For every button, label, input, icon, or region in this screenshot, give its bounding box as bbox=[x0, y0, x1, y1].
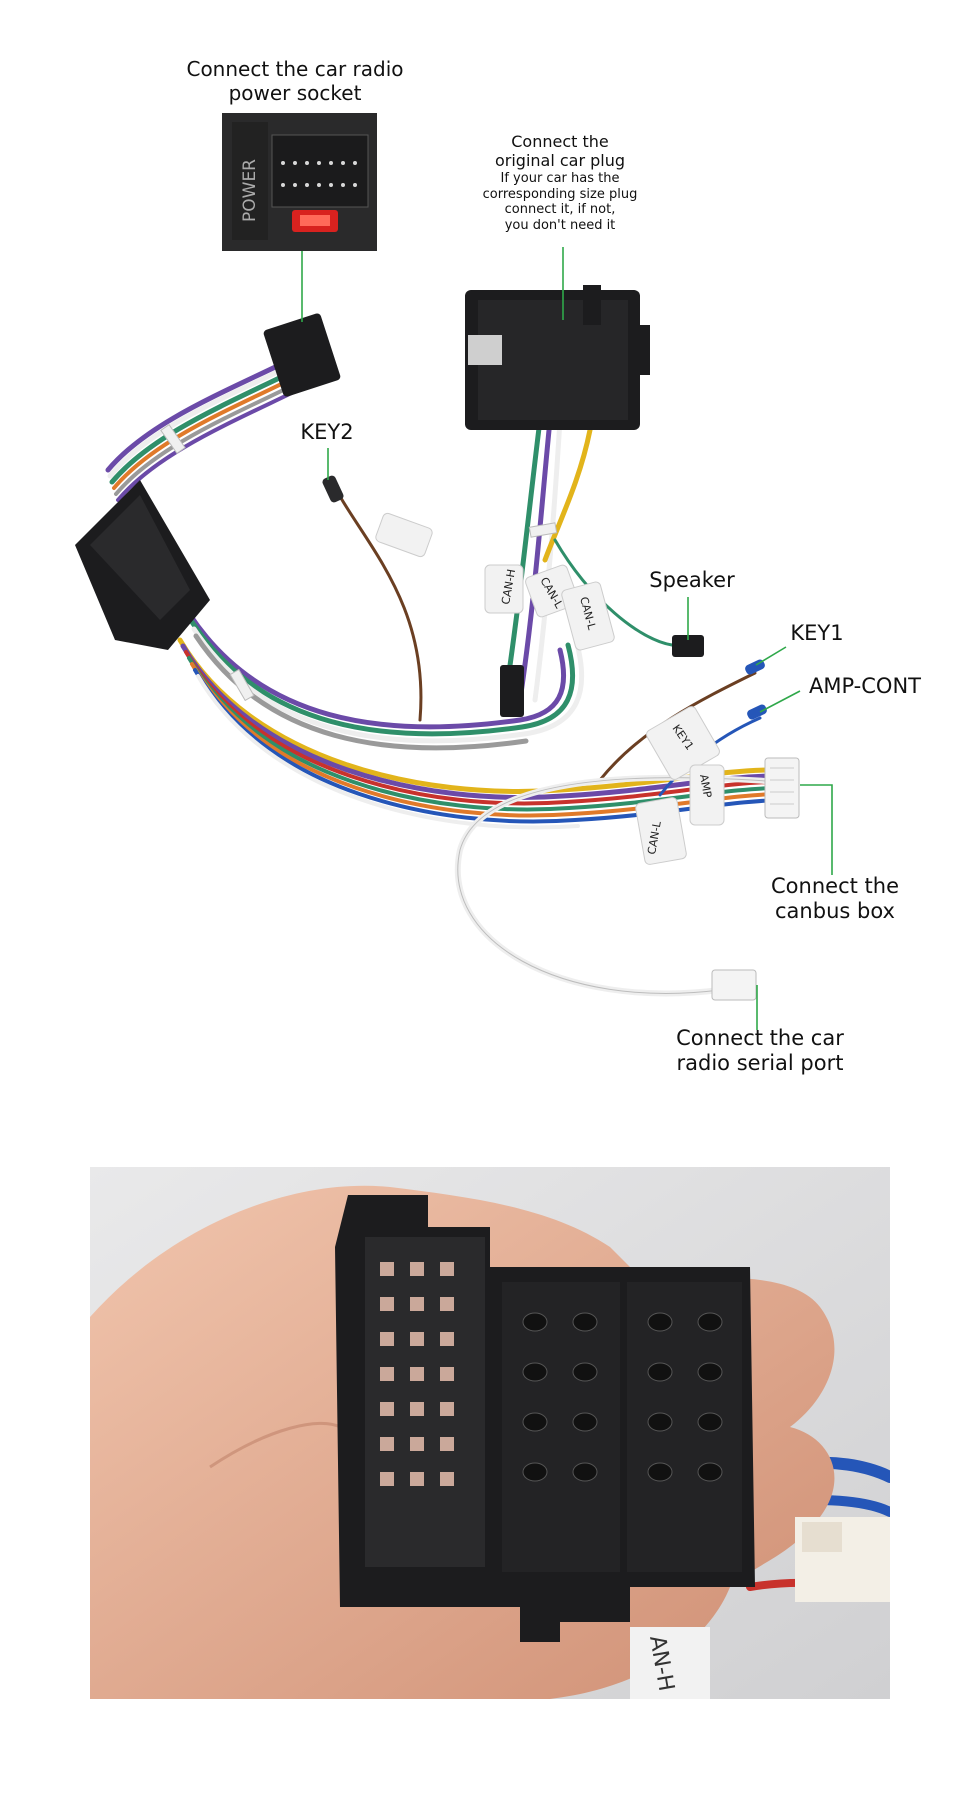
cable-ties bbox=[160, 423, 558, 702]
connector-photo: AN-H bbox=[90, 1167, 890, 1699]
wiring-harness-diagram: POWER bbox=[75, 113, 833, 1030]
black-connector bbox=[335, 1195, 755, 1642]
wire-bundle-main bbox=[105, 352, 787, 997]
tag-can-h: CAN-H bbox=[484, 564, 524, 614]
tag-amp-text: AMP bbox=[697, 773, 714, 799]
label-amp-cont: AMP-CONT bbox=[809, 674, 921, 698]
label-key2: KEY2 bbox=[300, 420, 354, 444]
canbus-white-connector bbox=[764, 757, 800, 819]
amp-cont-wire-tip bbox=[747, 704, 767, 720]
tag-key2-blank bbox=[375, 512, 433, 558]
white-connector-photo bbox=[795, 1517, 890, 1602]
power-plug-connector bbox=[263, 313, 341, 397]
tag-key1: KEY1 bbox=[646, 706, 720, 780]
photo-tag: AN-H bbox=[630, 1627, 710, 1699]
original-car-plug-connector bbox=[465, 285, 650, 430]
connectors bbox=[75, 285, 800, 1001]
canbus-decoder-box bbox=[75, 480, 210, 650]
tag-can-l-side: CAN-L bbox=[561, 581, 615, 651]
power-socket-marking: POWER bbox=[240, 159, 260, 222]
original-plug-note: If your car has the corresponding size p… bbox=[482, 170, 638, 234]
speaker-connector bbox=[672, 635, 704, 657]
tag-amp: AMP bbox=[689, 764, 725, 826]
leader-key1 bbox=[755, 646, 787, 666]
label-speaker: Speaker bbox=[649, 568, 735, 592]
wire-tags: CAN-H CAN-L CAN-L KEY1 AMP CAN-L bbox=[375, 512, 725, 865]
leader-canbus bbox=[800, 784, 833, 875]
leader-lines bbox=[301, 247, 833, 1030]
label-radio-power: Connect the car radio power socket bbox=[186, 57, 404, 105]
key2-wire-tip bbox=[322, 475, 344, 503]
leader-amp-cont bbox=[759, 690, 801, 713]
label-canbus: Connect the canbus box bbox=[771, 874, 899, 923]
label-original-plug: Connect the original car plug If your ca… bbox=[460, 132, 660, 234]
inline-black-connector bbox=[500, 665, 524, 717]
label-key1: KEY1 bbox=[790, 621, 844, 645]
tag-can-l-lower: CAN-L bbox=[635, 797, 687, 865]
power-socket-inset: POWER bbox=[222, 113, 377, 251]
tag-can-h-text: CAN-H bbox=[499, 568, 518, 605]
label-serial: Connect the car radio serial port bbox=[676, 1026, 844, 1075]
tag-can-l-lower-text: CAN-L bbox=[645, 819, 664, 855]
serial-port-white-connector bbox=[711, 969, 757, 1001]
